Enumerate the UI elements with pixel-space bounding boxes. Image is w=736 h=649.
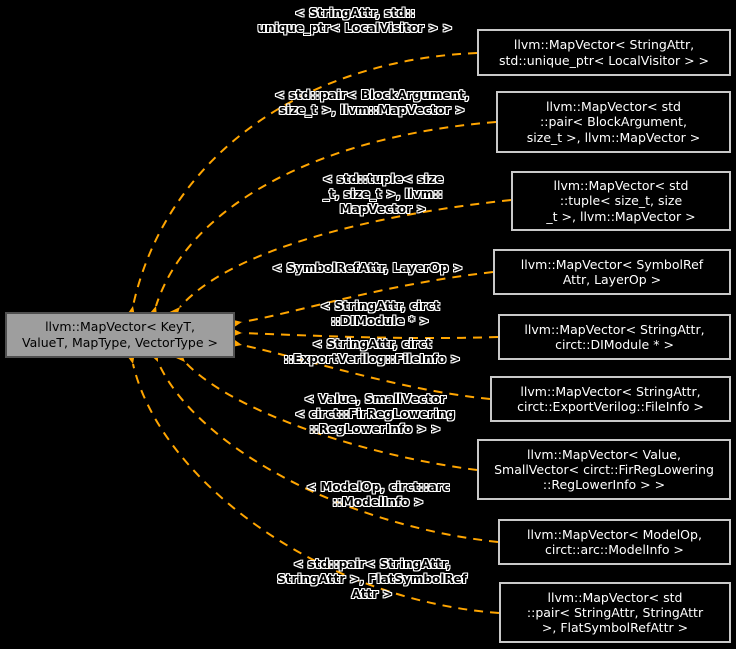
edge-label: < std::pair< StringAttr, StringAttr >, F… bbox=[277, 557, 467, 601]
class-node[interactable]: llvm::MapVector< ModelOp, circt::arc::Mo… bbox=[498, 519, 731, 565]
main-class-node[interactable]: llvm::MapVector< KeyT, ValueT, MapType, … bbox=[5, 312, 235, 358]
template-arg-edge bbox=[146, 121, 497, 321]
edge-label: < StringAttr, circt ::DIModule * > bbox=[320, 299, 440, 328]
class-node[interactable]: llvm::MapVector< std ::pair< StringAttr,… bbox=[499, 582, 731, 643]
edge-label: < StringAttr, circt ::ExportVerilog::Fil… bbox=[283, 337, 461, 366]
edge-label: < Value, SmallVector < circt::FirRegLowe… bbox=[294, 392, 456, 436]
template-arg-edge bbox=[167, 199, 512, 321]
class-node[interactable]: llvm::MapVector< Value, SmallVector< cir… bbox=[477, 439, 731, 500]
class-node[interactable]: llvm::MapVector< StringAttr, circt::Expo… bbox=[490, 376, 731, 422]
template-arg-edge bbox=[124, 52, 478, 320]
edge-label: < std::tuple< size _t, size_t >, llvm:: … bbox=[322, 172, 444, 216]
template-arg-edge bbox=[124, 350, 500, 614]
class-node[interactable]: llvm::MapVector< std ::pair< BlockArgume… bbox=[496, 91, 731, 153]
edge-label: < ModelOp, circt::arc ::ModelInfo > bbox=[306, 480, 450, 509]
edge-label: < std::pair< BlockArgument, size_t >, ll… bbox=[274, 88, 470, 117]
edge-label: < SymbolRefAttr, LayerOp > bbox=[272, 261, 463, 275]
template-arg-edge bbox=[228, 336, 491, 400]
class-node[interactable]: llvm::MapVector< StringAttr, circt::DIMo… bbox=[498, 314, 731, 360]
template-arg-edge bbox=[172, 348, 478, 471]
edge-label: < StringAttr, std:: unique_ptr< LocalVis… bbox=[257, 6, 453, 35]
class-node[interactable]: llvm::MapVector< SymbolRef Attr, LayerOp… bbox=[493, 249, 731, 295]
template-arg-edge bbox=[228, 327, 499, 340]
template-arg-edge bbox=[147, 347, 499, 543]
class-node[interactable]: llvm::MapVector< std ::tuple< size_t, si… bbox=[511, 171, 731, 231]
class-node[interactable]: llvm::MapVector< StringAttr, std::unique… bbox=[477, 29, 731, 76]
template-arg-edge bbox=[228, 271, 494, 330]
